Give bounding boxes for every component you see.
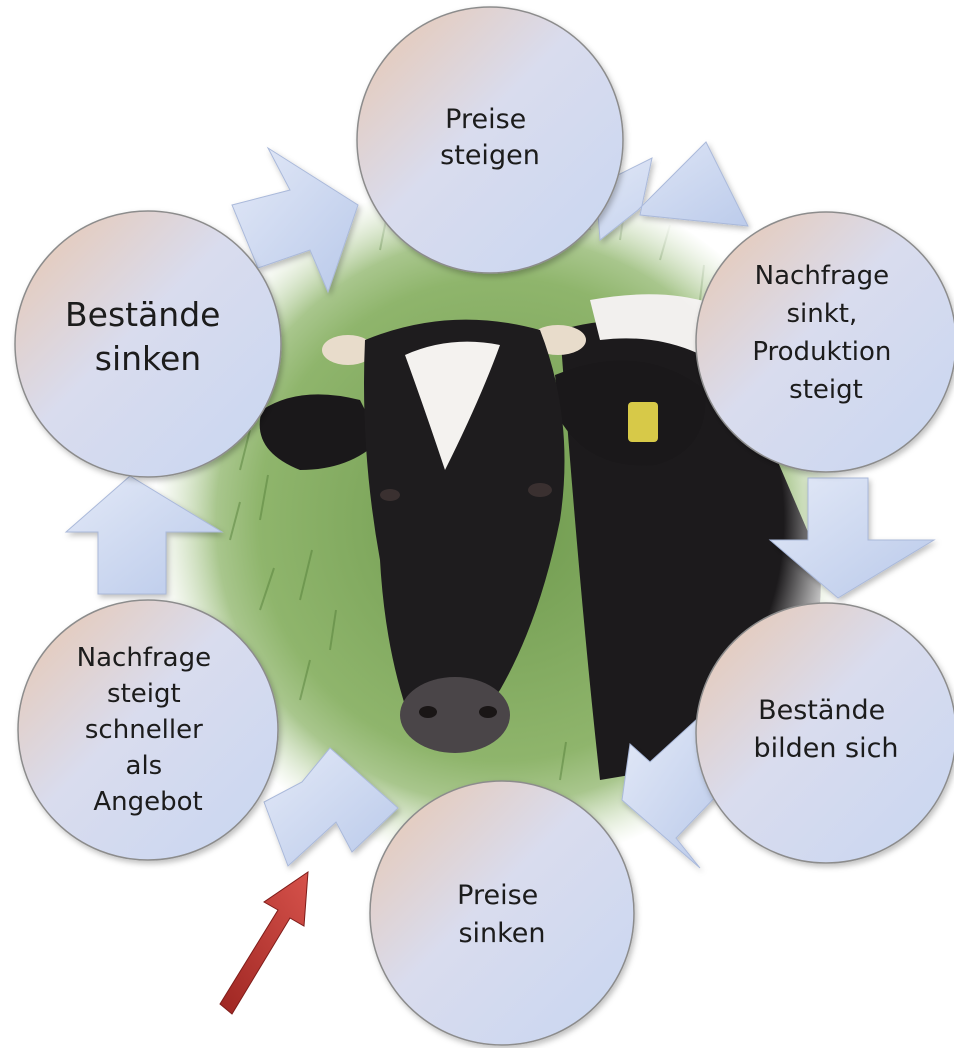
node-label-line: steigen (440, 140, 540, 171)
node-label-line: sinkt, (786, 299, 857, 329)
node-nachfrage-steigt-schneller-als-angebot: Nachfrage steigt schneller als Angebot (18, 600, 278, 860)
node-bestaende-bilden-sich: Bestände bilden sich (696, 603, 954, 863)
node-bestaende-sinken: Bestände sinken (15, 211, 281, 477)
node-label-line: sinken (458, 918, 545, 949)
node-label-line: Preise (457, 880, 538, 911)
node-label-line: steigt (789, 375, 863, 405)
node-preise-sinken: Preise sinken (370, 781, 634, 1045)
node-label-line: Produktion (752, 337, 891, 367)
node-label-line: Nachfrage (755, 261, 889, 291)
svg-text:Nachfrage steigt: Nachfrage steigt schneller als Angebot (77, 643, 220, 817)
node-label-line: Angebot (93, 787, 202, 817)
node-label-line: als (126, 751, 163, 781)
node-preise-steigen: Preise steigen (357, 7, 623, 273)
node-label-line: Bestände (65, 295, 220, 334)
node-nachfrage-sinkt-produktion-steigt: Nachfrage sinkt, Produktion steigt (696, 212, 954, 472)
node-label-line: schneller (85, 715, 203, 745)
node-label-line: steigt (107, 679, 181, 709)
node-label-line: Nachfrage (77, 643, 211, 673)
red-pointer-arrow (220, 872, 308, 1014)
node-label-line: sinken (95, 339, 201, 378)
node-label-line: Bestände (758, 695, 885, 726)
node-label-line: bilden sich (753, 733, 898, 764)
node-label-line: Preise (445, 104, 526, 135)
